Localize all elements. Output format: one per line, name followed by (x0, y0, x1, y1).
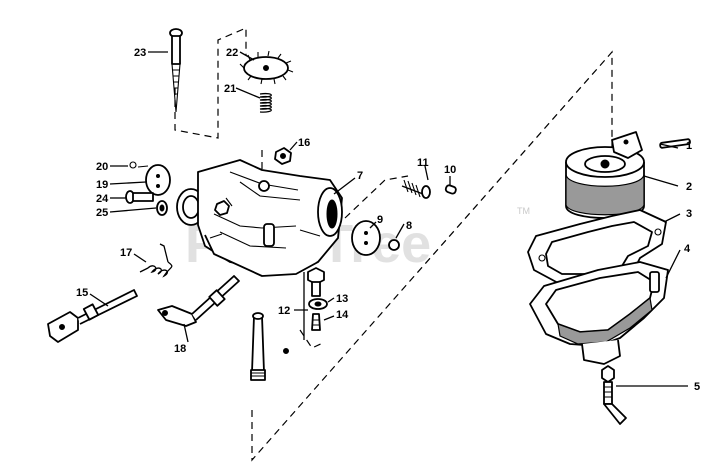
callout-7: 7 (357, 170, 363, 182)
callout-9: 9 (377, 214, 383, 226)
callout-25: 25 (96, 207, 108, 219)
callout-15: 15 (76, 287, 88, 299)
part-15-throttle-shaft (47, 289, 138, 343)
callout-18: 18 (174, 343, 186, 355)
watermark-trademark: TM (517, 206, 530, 216)
part-5-drain-screw (601, 365, 627, 425)
callout-24: 24 (96, 193, 109, 205)
callout-14: 14 (336, 309, 349, 321)
callout-17: 17 (120, 247, 132, 259)
callout-21: 21 (224, 83, 236, 95)
callout-12: 12 (278, 305, 290, 317)
callout-23: 23 (134, 47, 146, 59)
main-jet-needle (250, 312, 289, 381)
callout-20: 20 (96, 161, 108, 173)
callout-5: 5 (694, 381, 700, 393)
callout-13: 13 (336, 293, 348, 305)
part-4-float-bowl (529, 261, 669, 365)
part-22-gear (239, 50, 294, 85)
part-14-needle-valve (311, 313, 321, 331)
callout-4: 4 (684, 243, 691, 255)
callout-3: 3 (686, 208, 692, 220)
callout-10: 10 (444, 164, 456, 176)
part-9-choke-plate (351, 220, 381, 256)
part-10-pin (444, 184, 457, 195)
part-17-spring (139, 243, 173, 278)
part-18-choke-shaft (157, 275, 240, 327)
part-8-screw (388, 239, 400, 251)
part-11-needle (401, 179, 431, 199)
part-23-long-screw (169, 28, 183, 113)
part-2-float (565, 131, 645, 219)
part-16-nut (274, 147, 292, 165)
callout-22: 22 (226, 47, 238, 59)
callout-16: 16 (298, 137, 310, 149)
part-21-spring (259, 92, 272, 113)
callout-11: 11 (417, 157, 429, 169)
part-24-idle-screw (125, 190, 154, 204)
carburetor-body (176, 159, 343, 277)
leader-lines (89, 51, 688, 387)
callout-2: 2 (686, 181, 692, 193)
callout-numbers: 1 2 3 4 5 7 8 9 10 11 12 13 14 15 16 17 … (76, 47, 700, 393)
callout-1: 1 (686, 140, 692, 152)
part-20-screw (129, 161, 149, 169)
callout-8: 8 (406, 220, 412, 232)
callout-19: 19 (96, 179, 108, 191)
part-25-washer (156, 200, 168, 216)
part-13-washer (308, 298, 328, 310)
part-19-throttle-plate (145, 164, 171, 196)
part-12-fitting (307, 267, 325, 297)
